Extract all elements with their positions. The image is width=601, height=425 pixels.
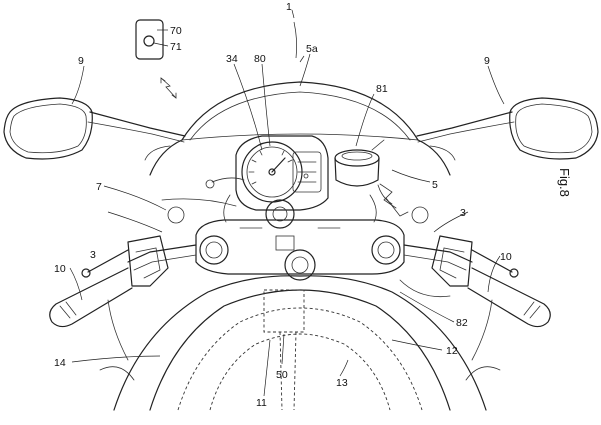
instrument-meter (235, 135, 329, 211)
label-71: 71 (170, 41, 182, 53)
label-5: 5 (432, 179, 438, 191)
label-12: 12 (446, 345, 458, 357)
label-10-left: 10 (54, 263, 66, 275)
label-1: 1 (286, 1, 292, 13)
fork-and-clamps (161, 177, 429, 224)
label-11: 11 (256, 397, 267, 409)
windscreen (144, 81, 456, 176)
label-14: 14 (54, 357, 66, 369)
label-9-left: 9 (78, 55, 84, 67)
label-10-right: 10 (500, 251, 512, 263)
label-82: 82 (456, 317, 468, 329)
top-bridge (195, 199, 405, 281)
left-mirror (3, 97, 186, 160)
label-5a: 5a (306, 43, 318, 55)
label-70: 70 (170, 25, 182, 37)
remote-device (135, 19, 177, 99)
figure-label: Fig.8 (557, 168, 572, 197)
label-9-right: 9 (484, 55, 490, 67)
label-50: 50 (276, 369, 288, 381)
right-mirror (416, 97, 599, 160)
label-7: 7 (96, 181, 102, 193)
leader-lines (69, 9, 505, 397)
brake-reservoir (334, 139, 393, 205)
label-3-right: 3 (460, 207, 466, 219)
reference-labels: 1 3 3 5 5a 7 9 9 10 10 11 12 13 14 34 50… (54, 1, 572, 409)
fuel-tank-and-body (99, 275, 501, 411)
label-81: 81 (376, 83, 388, 95)
label-13: 13 (336, 377, 348, 389)
label-3-left: 3 (90, 249, 96, 261)
left-handlebar (49, 235, 197, 328)
label-34: 34 (226, 53, 238, 65)
right-handlebar (399, 235, 551, 328)
label-80: 80 (254, 53, 266, 65)
